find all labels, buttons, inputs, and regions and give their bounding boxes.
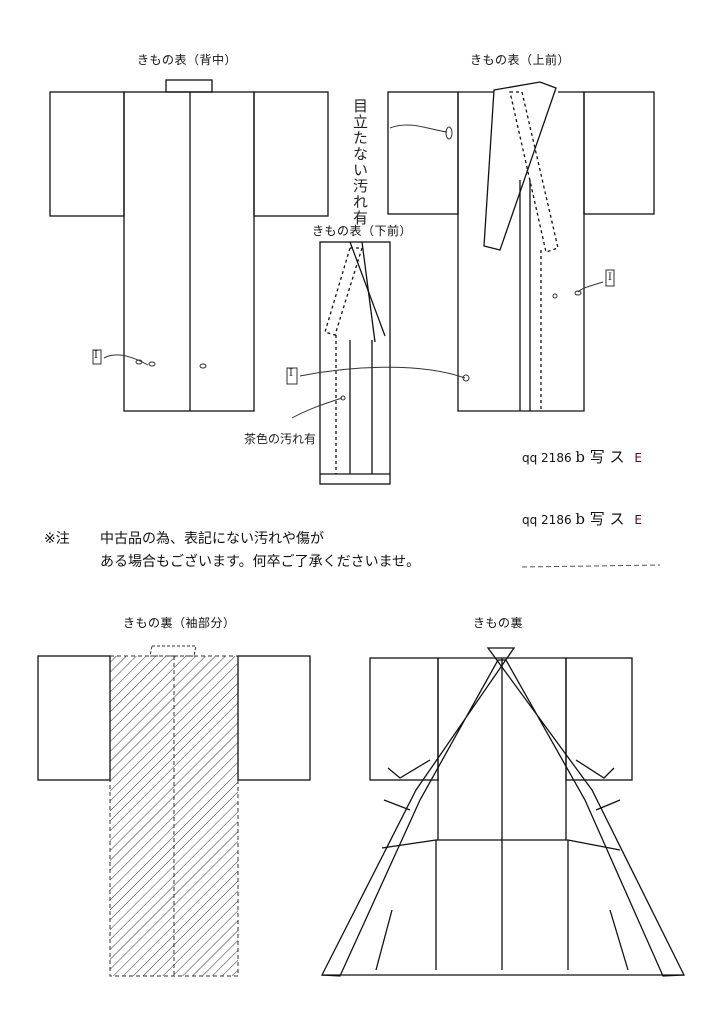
note-line-2: ある場合もございます。何卒ご了承くださいませ。 (100, 554, 421, 570)
kimono-sleeve-lining-diagram (37, 645, 311, 977)
stain-markers (92, 124, 615, 419)
stain-mark-3: Ⅰ (608, 272, 612, 283)
title-sleeve-lining: きもの裏（袖部分） (123, 616, 236, 630)
note-dashed-line (521, 564, 661, 568)
kimono-lining-diagram (320, 647, 686, 977)
item-code-2: qq 2186 b 写 ス E (522, 510, 642, 528)
title-back: きもの表（背中） (137, 53, 238, 67)
stain-note-brown: 茶色の汚れ有 (244, 432, 317, 446)
title-lining: きもの裏 (473, 616, 524, 630)
kimono-back-diagram (49, 79, 329, 412)
stain-note-front: 目立たない汚れ有 (351, 98, 369, 226)
title-lower-front: きもの表（下前） (312, 224, 413, 238)
note-line-1: 中古品の為、表記にない汚れや傷が (100, 531, 324, 547)
item-code-1: qq 2186 b 写 ス E (522, 448, 642, 466)
kimono-upper-front-diagram (387, 81, 655, 412)
note-prefix: ※注 (44, 531, 70, 547)
title-upper-front: きもの表（上前） (470, 53, 571, 67)
stain-mark-1: Ⅰ (94, 350, 98, 361)
kimono-lower-front-diagram (319, 241, 391, 485)
stain-mark-2: Ⅰ (289, 368, 293, 379)
